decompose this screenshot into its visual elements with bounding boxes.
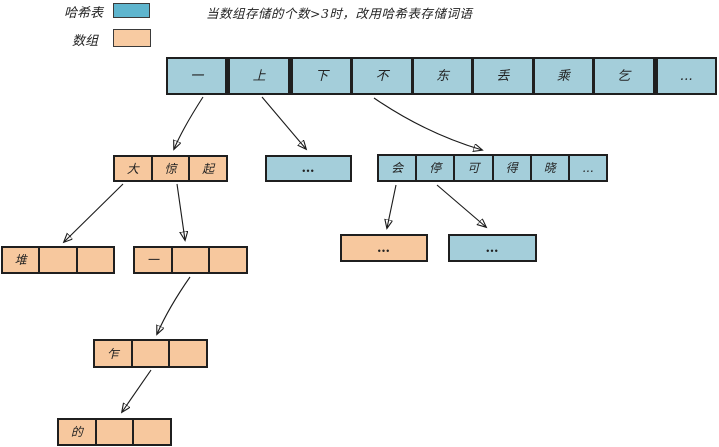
cell: 一 [146,253,159,267]
cell [132,420,170,444]
array-node-de: 的 [57,418,172,446]
cell: 惊 [150,157,189,180]
edge-root-hashdots [261,96,306,149]
cell: 乍 [106,346,119,361]
cell: 乞 [592,59,652,93]
cell: ... [567,156,606,180]
cell: 会 [391,161,404,175]
cell: 乘 [531,59,592,93]
legend-label-hashtable: 哈希表 [63,6,103,21]
hash-node-ellipsis-l2: … [265,155,352,182]
hash-node-hui-ting-ke-de-xiao: 会 停 可 得 晓 ... [377,154,608,182]
cell: 东 [410,59,471,93]
array-node-dui: 堆 [1,246,115,274]
cell: … [485,240,500,256]
edge-da-dui [64,183,124,242]
cell [38,248,75,272]
diagram-note: 当数组存储的个数>3时，改用哈希表存储词语 [206,6,473,21]
cell: … [301,161,316,176]
cell [130,341,169,366]
cell: 晓 [529,156,568,180]
cell [168,341,206,366]
cell: 不 [350,59,410,93]
cell: 停 [415,156,453,180]
cell [208,248,246,272]
cell: 的 [70,425,83,439]
legend-label-array: 数组 [71,34,98,49]
array-legend-swatch [113,29,151,47]
array-node-zha: 乍 [93,339,208,368]
edge-jing-yi [176,183,185,240]
cell: 丢 [471,59,531,93]
cell: 下 [287,59,350,93]
cell: … [377,240,391,256]
array-node-da-jing-qi: 大 惊 起 [113,155,228,182]
cell: 堆 [14,253,27,267]
cell [170,248,209,272]
hash-node-ellipsis-l3: … [448,234,537,262]
edge-zha-de [122,369,152,412]
edge-root-dajingqi [174,96,204,149]
cell: 上 [225,59,287,93]
cell [94,420,133,444]
array-node-yi: 一 [133,246,248,274]
edge-root-huiting [373,97,482,150]
cell: 起 [188,157,226,180]
cell: 一 [190,68,204,84]
cell: 可 [453,156,491,180]
array-node-ellipsis-l3: … [340,234,428,262]
edge-ting-hashdots [436,184,486,227]
edge-hui-arraydots [387,184,397,228]
cell [75,248,113,272]
hash-row-root: 一 上 下 不 东 丢 乘 乞 … [166,57,717,95]
cell: … [652,59,715,93]
hashtable-legend-swatch [113,3,150,18]
edge-yi-zha [157,276,191,334]
cell: 大 [126,161,139,176]
cell: 得 [491,156,530,180]
